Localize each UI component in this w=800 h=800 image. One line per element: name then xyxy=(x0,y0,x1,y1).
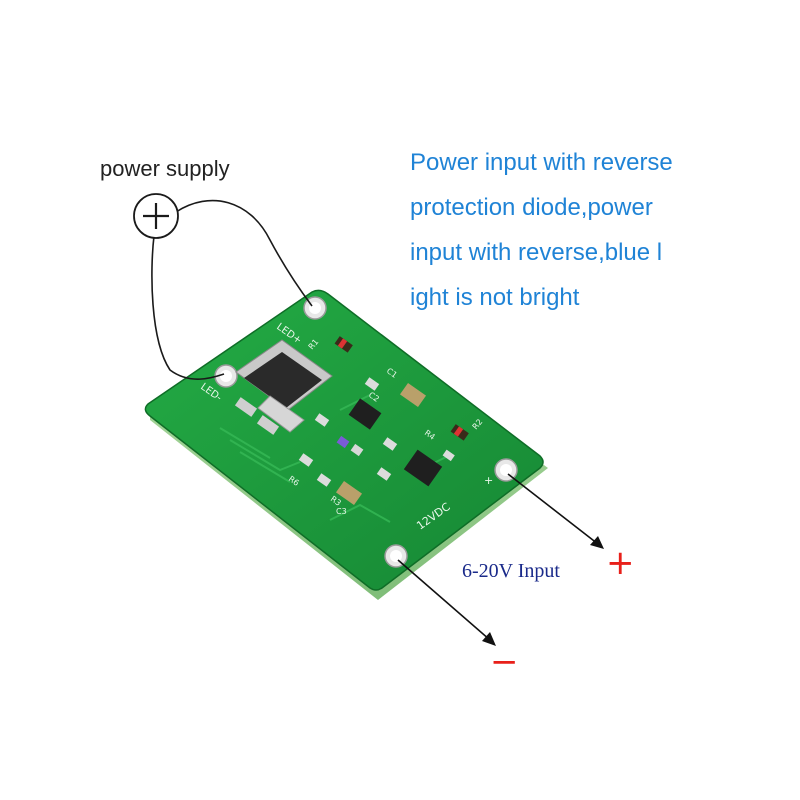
description-text: Power input with reverse protection diod… xyxy=(410,140,790,320)
smd-components xyxy=(298,336,469,506)
mosfet-chip xyxy=(234,339,333,435)
supply-wire xyxy=(175,199,313,307)
silk-plus: + xyxy=(484,474,493,487)
plus-sign: + xyxy=(606,543,635,583)
pcb-traces xyxy=(219,394,451,523)
arrow-minus xyxy=(397,559,496,646)
minus-sign: − xyxy=(490,642,519,682)
supply-wire-return xyxy=(151,235,225,380)
power-supply-label: power supply xyxy=(100,156,230,181)
description-line-1: Power input with reverse xyxy=(410,149,673,176)
input-range-label: 6-20V Input xyxy=(462,560,560,582)
plus-circle-icon xyxy=(133,193,179,239)
description-line-4: ight is not bright xyxy=(410,284,580,311)
arrow-plus xyxy=(507,473,604,549)
silk-c3: C3 xyxy=(336,507,347,516)
description-line-3: input with reverse,blue l xyxy=(410,239,663,266)
description-line-2: protection diode,power xyxy=(410,194,653,221)
